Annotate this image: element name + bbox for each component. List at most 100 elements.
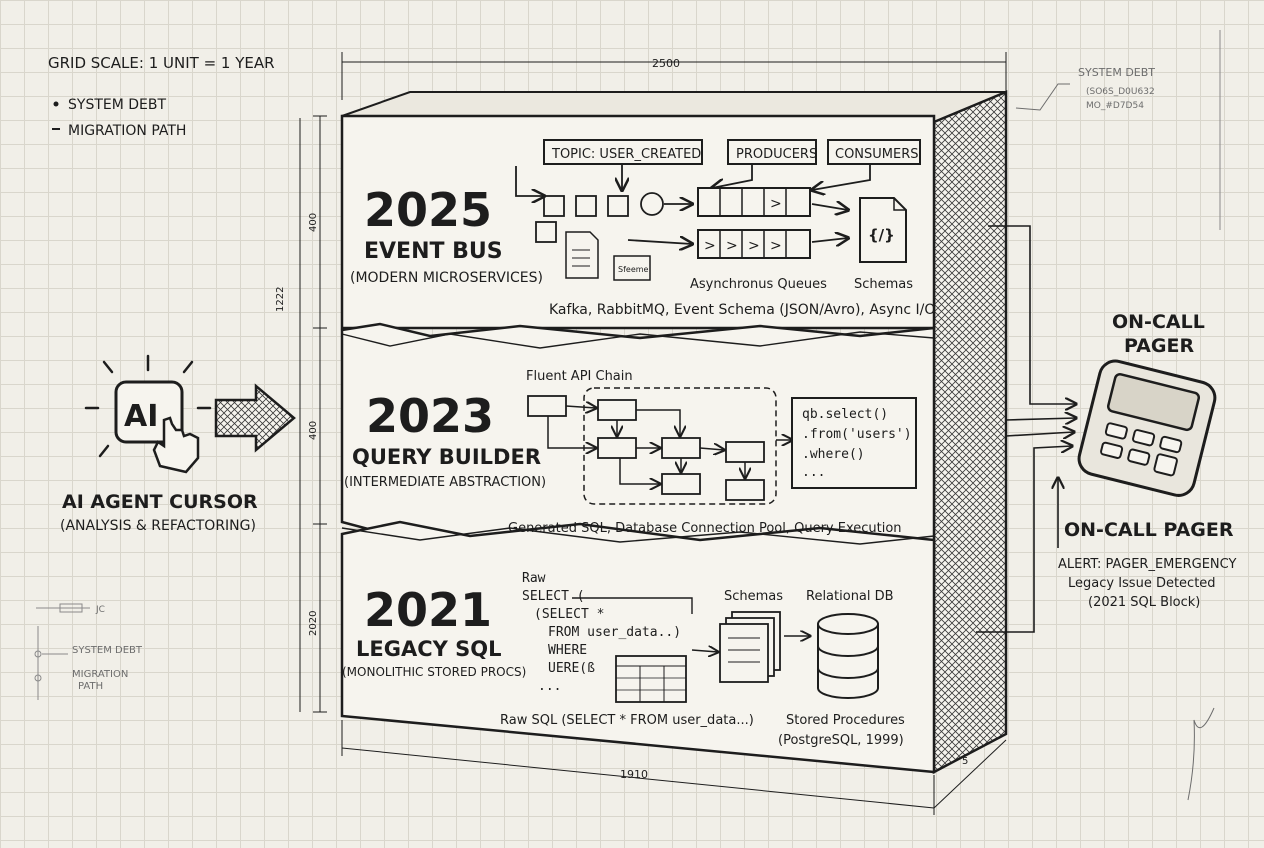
note-code-2: MO_#D7D54 [1086, 101, 1144, 111]
alert-message: Legacy Issue Detected [1068, 576, 1216, 591]
producers-tag-label: PRODUCERS [736, 147, 817, 162]
layer-2021: 2021 LEGACY SQL (MONOLITHIC STORED PROCS… [342, 571, 905, 748]
layer-2021-height: 2020 [308, 611, 319, 636]
code-line-4: ... [802, 465, 825, 480]
code-line-2: .from('users') [802, 427, 912, 442]
layer-2023-subtitle: (INTERMEDIATE ABSTRACTION) [344, 475, 546, 490]
pager-title-line-2: PAGER [1124, 335, 1194, 357]
sql-line-3: (SELECT * [534, 607, 604, 622]
legend: GRID SCALE: 1 UNIT = 1 YEAR SYSTEM DEBT … [48, 54, 275, 139]
top-width-value: 2500 [652, 57, 680, 70]
table-preview [615, 655, 687, 703]
code-line-3: .where() [802, 447, 865, 462]
pager-title-line-1: ON-CALL [1112, 311, 1205, 333]
document-icon [565, 231, 599, 279]
layer-2021-year: 2021 [364, 583, 492, 637]
code-line-1: qb.select() [802, 407, 888, 422]
layer-2025-name: EVENT BUS [364, 239, 503, 264]
consumers-tag [827, 139, 921, 165]
schemas-label-2021: Schemas [724, 589, 783, 604]
agent-title: AI AGENT CURSOR [62, 491, 258, 513]
layer-2025-footer: Kafka, RabbitMQ, Event Schema (JSON/Avro… [549, 302, 935, 318]
burst-lines [84, 354, 212, 458]
dimensions: 2500 400 400 2020 1222 1910 5 [275, 52, 1007, 815]
stack-block [340, 90, 1008, 775]
svg-text:>: > [704, 238, 716, 254]
bottom-width-value: 1910 [620, 768, 648, 781]
on-call-pager: ON-CALL PAGER ON-CALL PAGER ALERT: PAGER… [976, 225, 1236, 633]
bottom-width-line [341, 747, 935, 809]
fluent-chain-label: Fluent API Chain [526, 369, 633, 384]
bullet-icon [53, 101, 59, 107]
svg-text:>: > [748, 238, 760, 254]
seam-upper [341, 331, 935, 349]
schema-card-label: Sfeeme [618, 265, 649, 274]
migration-arrow-icon [214, 383, 296, 453]
grid-scale-label: GRID SCALE: 1 UNIT = 1 YEAR [48, 54, 275, 72]
agent-subtitle: (ANALYSIS & REFACTORING) [60, 518, 256, 534]
schema-file-icon [859, 197, 907, 263]
layer-2023-name: QUERY BUILDER [352, 445, 541, 469]
note-system-debt-lower: SYSTEM DEBT [72, 645, 143, 656]
event-nodes [515, 164, 871, 244]
pager-device [1077, 359, 1217, 497]
alert-code: ALERT: PAGER_EMERGENCY [1058, 557, 1236, 572]
layer-2023-height: 400 [308, 421, 319, 440]
queues-label: Asynchronus Queues [690, 277, 827, 292]
schema-stack-icon [719, 611, 781, 683]
legend-item-migration-path: MIGRATION PATH [68, 123, 186, 139]
total-height-value: 1222 [275, 287, 286, 312]
note-system-debt-top: SYSTEM DEBT [1078, 66, 1155, 79]
sql-line-1: Raw [522, 571, 546, 586]
topic-tag-label: TOPIC: USER_CREATED [551, 147, 701, 162]
code-snippet-2023 [791, 397, 917, 489]
note-jc: JC [95, 605, 105, 615]
layer-2025-subtitle: (MODERN MICROSERVICES) [350, 270, 543, 286]
schema-file-glyph: {/} [868, 226, 895, 244]
sql-line-2: SELECT ( [522, 589, 585, 604]
layer-2025-height: 400 [308, 213, 319, 232]
layer-2025-year: 2025 [364, 183, 492, 237]
pager-screen [1106, 373, 1201, 432]
stored-procedures-label: Stored Procedures [786, 713, 905, 728]
sql-connector [572, 597, 693, 614]
seam-lower [341, 527, 935, 545]
chain-group [583, 387, 777, 505]
svg-text:>: > [770, 238, 782, 254]
layer-2021-name: LEGACY SQL [356, 637, 502, 661]
layer-2023-year: 2023 [366, 389, 494, 443]
ai-agent: AI AI AGENT CURSOR (ANALYSIS & REFACTORI… [60, 354, 296, 534]
layer-2023-footer: Generated SQL, Database Connection Pool,… [508, 521, 902, 536]
svg-text:>: > [726, 238, 738, 254]
hand-cursor-icon [152, 416, 200, 474]
database-icon [817, 613, 879, 699]
legend-item-system-debt: SYSTEM DEBT [68, 97, 166, 113]
layer-2025: 2025 EVENT BUS (MODERN MICROSERVICES) TO… [350, 139, 935, 318]
layer-2021-subtitle: (MONOLITHIC STORED PROCS) [342, 665, 526, 679]
sql-line-5: WHERE [548, 643, 587, 658]
sql-line-6: UERE(ß [548, 661, 595, 676]
svg-text:>: > [770, 196, 782, 212]
alert-source: (2021 SQL Block) [1088, 595, 1200, 610]
layer-2023: 2023 QUERY BUILDER (INTERMEDIATE ABSTRAC… [344, 369, 917, 536]
schema-card-icon [613, 255, 651, 281]
queue-top: > [697, 187, 811, 217]
sql-line-4: FROM user_data..) [548, 625, 681, 640]
stored-procedures-sub: (PostgreSQL, 1999) [778, 733, 904, 748]
relational-db-label: Relational DB [806, 589, 894, 604]
layer-2021-footer-left: Raw SQL (SELECT * FROM user_data...) [500, 713, 754, 728]
topic-tag [543, 139, 703, 165]
signature-scribble [1187, 707, 1215, 801]
schemas-label-2025: Schemas [854, 277, 913, 292]
ai-chip-label: AI [124, 399, 158, 434]
note-path-lower: PATH [78, 681, 103, 692]
depth-value: 5 [962, 756, 968, 767]
note-code-1: (SO6S_D0U632 [1086, 87, 1155, 97]
chain-arrows [547, 406, 792, 484]
note-migration-lower: MIGRATION [72, 669, 128, 680]
alert-lines [976, 225, 1076, 633]
sketch-notes: SYSTEM DEBT (SO6S_D0U632 MO_#D7D54 JC SY… [34, 30, 1221, 801]
queue-bottom: > > > > [697, 229, 811, 259]
consumers-tag-label: CONSUMERS [835, 147, 919, 162]
